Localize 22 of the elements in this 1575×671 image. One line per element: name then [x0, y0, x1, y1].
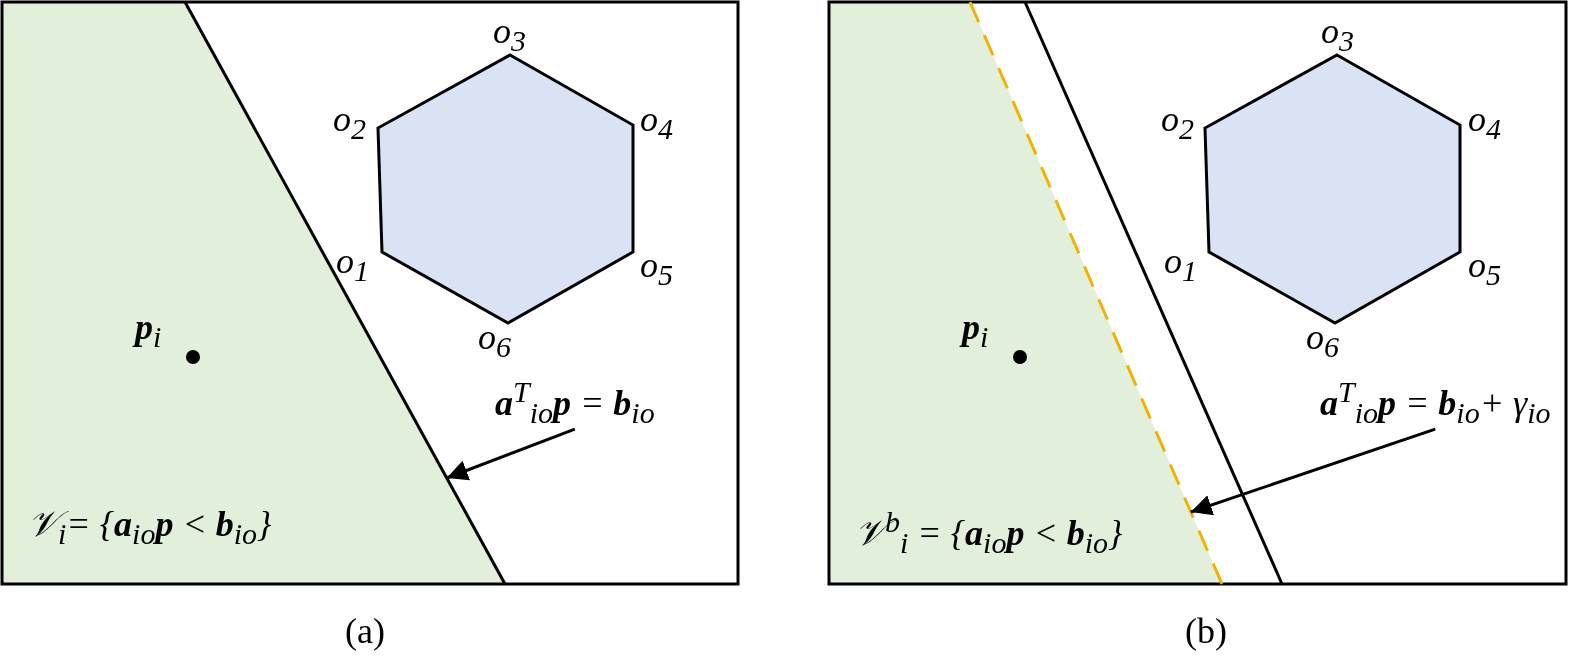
vertex-label: o$_{6}$: [1306, 318, 1339, 364]
vertex-label: o$_{4}$: [1468, 100, 1501, 146]
panel-caption: (b): [1185, 612, 1227, 652]
vertex-label: o$_{5}$: [1468, 246, 1501, 292]
region-formula: 𝒱$^{b}$$_{i}$ = {a$_{io}$p < b$_{io}$}: [855, 505, 1123, 560]
vertex-label: o$_{1}$: [336, 242, 369, 288]
vertex-label: o$_{2}$: [1161, 100, 1194, 146]
leader-arrow: [446, 427, 576, 481]
vertex-label: o$_{1}$: [1164, 242, 1197, 288]
vertex-label: o$_{2}$: [333, 100, 366, 146]
equation-label: a$^{T}$$_{io}$p = b$_{io}$+ γ$_{io}$: [1320, 375, 1551, 430]
hexagon-obstacle: [376, 53, 635, 325]
hexagon-obstacle: [1203, 53, 1462, 325]
equation-label: a$^{T}$$_{io}$p = b$_{io}$: [495, 375, 655, 430]
leader-arrow: [1190, 427, 1436, 516]
panel-caption: (a): [345, 612, 385, 652]
vertex-label: o$_{5}$: [640, 246, 673, 292]
vertex-label: o$_{3}$: [1321, 12, 1354, 58]
vertex-label: o$_{3}$: [493, 12, 526, 58]
region-formula: 𝒱$_{i}$= {a$_{io}$p < b$_{io}$}: [28, 505, 272, 551]
vertex-label: o$_{4}$: [640, 100, 673, 146]
vertex-label: o$_{6}$: [478, 318, 511, 364]
